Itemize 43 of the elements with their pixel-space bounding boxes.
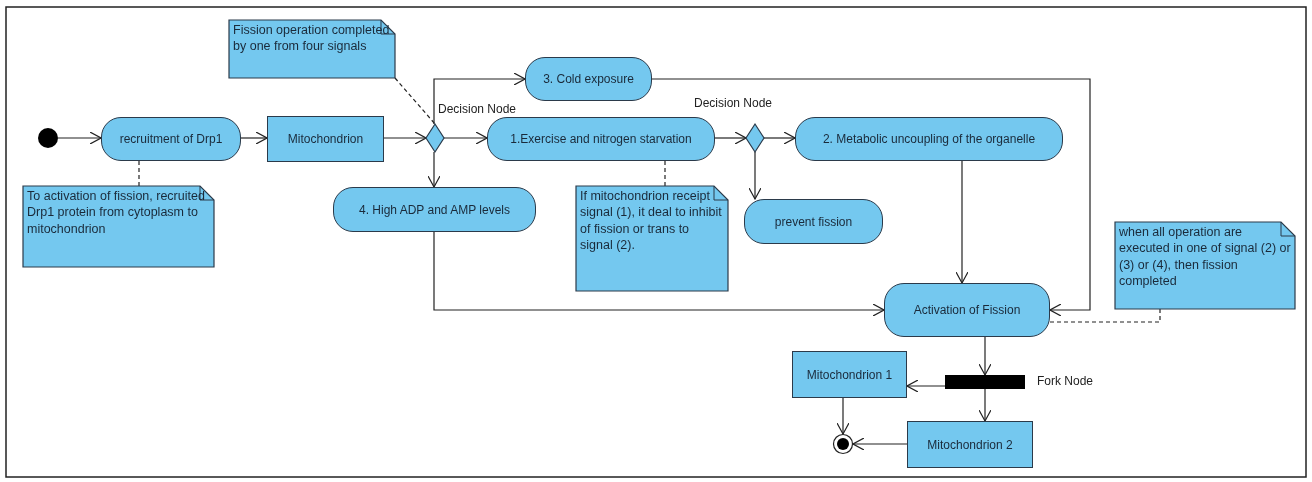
arrow <box>714 131 747 145</box>
arrow <box>836 397 850 435</box>
action-node: prevent fission <box>744 199 883 244</box>
note: when all operation are executed in one of signal (2) or (3) or (4), then fission completed <box>1115 222 1295 309</box>
arrow <box>240 131 268 145</box>
note: To activation of fission, recruited Drp1 protein from cytoplasm to mitochondrion <box>23 186 214 267</box>
action-node: 1.Exercise and nitrogen starvation <box>487 117 715 161</box>
arrow <box>443 131 488 145</box>
initial-node <box>38 128 58 148</box>
decision-diamond <box>426 124 444 152</box>
note: Fission operation completed by one from four signals <box>229 20 395 78</box>
object-node: Mitochondrion 1 <box>792 351 907 398</box>
action-node: recruitment of Drp1 <box>101 117 241 161</box>
note: If mitochondrion receipt signal (1), it deal to inhibit of fission or trans to signal (2). <box>576 186 728 291</box>
arrow <box>427 151 441 188</box>
arrow <box>763 131 796 145</box>
arrow <box>955 160 969 284</box>
action-node: 4. High ADP and AMP levels <box>333 187 536 232</box>
node-label: Decision Node <box>694 96 773 110</box>
node-label: Decision Node <box>438 102 517 116</box>
action-node: 2. Metabolic uncoupling of the organelle <box>795 117 1063 161</box>
arrow <box>433 231 885 317</box>
object-node: Mitochondrion <box>267 116 384 162</box>
arrow <box>383 131 427 145</box>
arrow <box>978 388 992 422</box>
action-node: 3. Cold exposure <box>525 57 652 101</box>
arrow <box>651 78 1091 317</box>
decision-diamond <box>746 124 764 152</box>
leader-line <box>664 160 666 187</box>
arrow <box>852 437 908 451</box>
arrow <box>433 72 526 125</box>
object-node: Mitochondrion 2 <box>907 421 1033 468</box>
leader-line <box>138 160 140 187</box>
leader-line <box>394 77 436 125</box>
leader-line <box>1049 308 1161 323</box>
arrow <box>978 336 992 376</box>
action-node: Activation of Fission <box>884 283 1050 337</box>
arrow <box>906 379 946 393</box>
arrow <box>57 131 102 145</box>
node-label: Fork Node <box>1037 374 1094 388</box>
arrow <box>748 151 762 200</box>
final-node <box>833 434 853 454</box>
fork-bar <box>945 375 1025 389</box>
